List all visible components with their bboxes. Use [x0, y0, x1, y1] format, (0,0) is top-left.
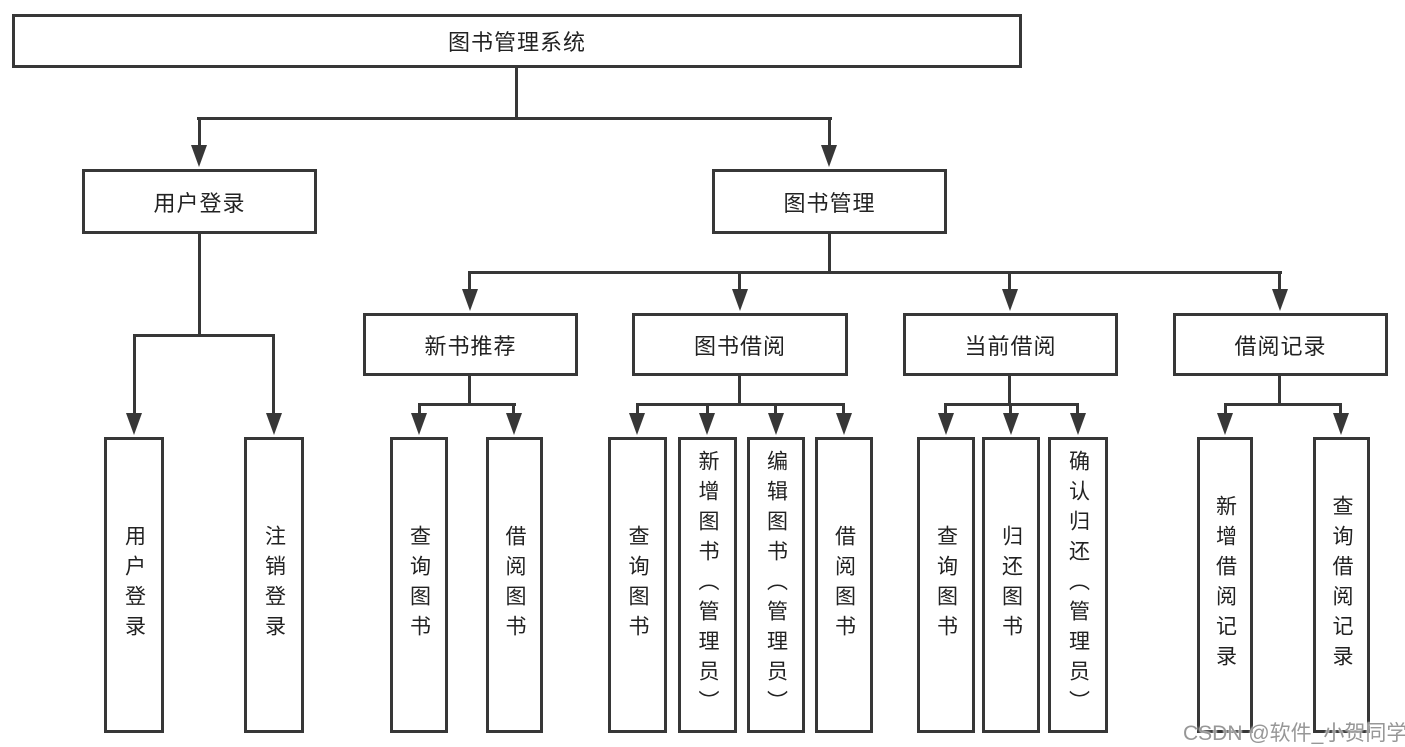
connector-level3-rail: [468, 271, 1282, 274]
leaf-label: 查询借阅记录: [1330, 495, 1353, 675]
arrow-down-icon: [629, 413, 645, 435]
arrow-down-icon: [126, 413, 142, 435]
leaf-label: 编辑图书（管理员）: [764, 450, 788, 720]
arrow-down-icon: [836, 413, 852, 435]
leaf-edit-book-admin: 编辑图书（管理员）: [747, 437, 805, 733]
leaf-confirm-return-admin: 确认归还（管理员）: [1048, 437, 1108, 733]
leaf-label: 用户登录: [122, 525, 146, 645]
node-label: 新书推荐: [424, 333, 517, 359]
arrow-down-icon: [768, 413, 784, 435]
connector-borrow-records-rail: [1224, 403, 1342, 406]
connector-drop-leaf: [512, 403, 515, 417]
leaf-add-borrow-record: 新增借阅记录: [1197, 437, 1253, 733]
node-new-book-recommendation: 新书推荐: [363, 313, 578, 376]
leaf-borrow-books-newbook: 借阅图书: [486, 437, 543, 733]
connector-drop-leaf: [706, 403, 709, 417]
connector-level2-rail: [197, 117, 832, 120]
connector-drop-leaf: [1009, 403, 1012, 417]
node-library-management-system: 图书管理系统: [12, 14, 1022, 68]
connector-book-management-stem: [828, 233, 831, 274]
connector-drop-book-borrow: [738, 271, 741, 293]
connector-borrow-records-stem: [1278, 375, 1281, 406]
arrow-down-icon: [1217, 413, 1233, 435]
leaf-return-book: 归还图书: [982, 437, 1040, 733]
connector-drop-leaf: [774, 403, 777, 417]
arrow-down-icon: [938, 413, 954, 435]
node-label: 图书管理系统: [447, 30, 586, 55]
node-borrowing-records: 借阅记录: [1173, 313, 1388, 376]
node-label: 当前借阅: [964, 333, 1057, 359]
node-user-login: 用户登录: [82, 169, 317, 234]
leaf-label: 确认归还（管理员）: [1066, 450, 1090, 720]
connector-drop-leaf: [418, 403, 421, 417]
connector-root-stem: [515, 68, 518, 119]
connector-book-borrow-rail: [636, 403, 845, 406]
connector-drop-leaf: [1076, 403, 1079, 417]
leaf-label: 借阅图书: [832, 525, 856, 645]
connector-current-borrow-stem: [1008, 375, 1011, 406]
connector-drop-leaf: [944, 403, 947, 417]
arrow-down-icon: [821, 145, 837, 167]
arrow-down-icon: [699, 413, 715, 435]
connector-drop-current-borrow: [1008, 271, 1011, 293]
connector-new-book-rail: [418, 403, 516, 406]
watermark: CSDN @软件_小贺同学: [1183, 722, 1405, 745]
node-current-borrowing: 当前借阅: [903, 313, 1118, 376]
connector-drop-leaf: [1224, 403, 1227, 417]
leaf-logout: 注销登录: [244, 437, 304, 733]
arrow-down-icon: [462, 289, 478, 311]
leaf-query-books-current: 查询图书: [917, 437, 975, 733]
arrow-down-icon: [506, 413, 522, 435]
arrow-down-icon: [1003, 413, 1019, 435]
arrow-down-icon: [1333, 413, 1349, 435]
leaf-add-book-admin: 新增图书（管理员）: [678, 437, 737, 733]
connector-user-login-rail: [133, 334, 275, 337]
leaf-query-books-borrow: 查询图书: [608, 437, 667, 733]
leaf-label: 查询图书: [407, 525, 431, 645]
leaf-label: 查询图书: [626, 525, 649, 645]
leaf-label: 新增图书（管理员）: [696, 450, 719, 720]
leaf-user-login: 用户登录: [104, 437, 164, 733]
arrow-down-icon: [266, 413, 282, 435]
connector-drop-leaf: [636, 403, 639, 417]
leaf-label: 查询图书: [934, 525, 958, 645]
arrow-down-icon: [1002, 289, 1018, 311]
connector-drop-book-management: [828, 117, 831, 149]
connector-user-login-stem: [198, 233, 201, 337]
leaf-label: 注销登录: [262, 525, 286, 645]
connector-drop-leaf: [272, 334, 275, 418]
leaf-query-books-newbook: 查询图书: [390, 437, 448, 733]
arrow-down-icon: [1070, 413, 1086, 435]
node-book-management: 图书管理: [712, 169, 947, 234]
arrow-down-icon: [732, 289, 748, 311]
connector-book-borrow-stem: [738, 375, 741, 406]
arrow-down-icon: [1272, 289, 1288, 311]
leaf-borrow-books-borrow: 借阅图书: [815, 437, 873, 733]
connector-drop-leaf: [133, 334, 136, 418]
connector-drop-new-book: [468, 271, 471, 293]
leaf-query-borrow-record: 查询借阅记录: [1313, 437, 1370, 733]
connector-drop-leaf: [842, 403, 845, 417]
connector-drop-user-login: [198, 117, 201, 149]
node-label: 图书借阅: [693, 333, 786, 359]
arrow-down-icon: [411, 413, 427, 435]
leaf-label: 归还图书: [999, 525, 1023, 645]
connector-drop-leaf: [1339, 403, 1342, 417]
node-label: 用户登录: [153, 190, 246, 216]
leaf-label: 新增借阅记录: [1213, 495, 1237, 675]
leaf-label: 借阅图书: [503, 525, 526, 645]
node-label: 图书管理: [783, 190, 876, 216]
node-label: 借阅记录: [1234, 333, 1327, 359]
connector-new-book-stem: [468, 375, 471, 406]
connector-drop-borrow-records: [1278, 271, 1281, 293]
node-book-borrowing: 图书借阅: [632, 313, 848, 376]
arrow-down-icon: [191, 145, 207, 167]
